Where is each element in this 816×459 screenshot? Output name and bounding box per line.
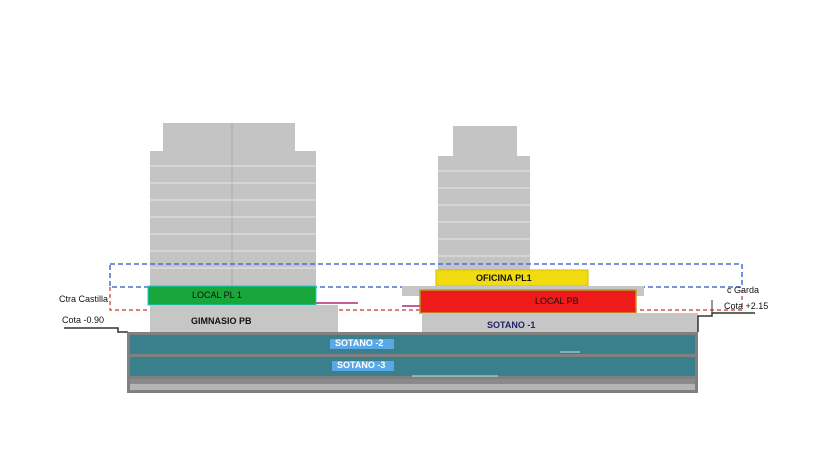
sotano-2-label-box: [330, 339, 394, 349]
left-podium: [147, 285, 358, 332]
sotano-3-label: SOTANO -3: [337, 360, 386, 370]
cota-right-label: Cota +2.15: [724, 301, 769, 311]
local-pl1-label: LOCAL PL 1: [192, 290, 242, 300]
ground-line: [64, 300, 755, 333]
right-tower: [438, 126, 530, 270]
cota-left-label: Cota -0.90: [62, 315, 105, 325]
basement-block: [127, 332, 698, 393]
ctra-castilla-label: Ctra Castilla: [59, 294, 109, 304]
sotano-1-label: SOTANO -1: [487, 320, 536, 330]
oficina-pl1-label: OFICINA PL1: [476, 273, 532, 283]
sotano-3-label-box: [332, 361, 394, 371]
left-tower: [150, 123, 316, 286]
c-garda-label: c Garda: [727, 285, 760, 295]
sotano-2-label: SOTANO -2: [335, 338, 384, 348]
local-pb-label: LOCAL PB: [535, 296, 579, 306]
right-podium: [402, 269, 698, 332]
gimnasio-pb-label: GIMNASIO PB: [191, 316, 252, 326]
